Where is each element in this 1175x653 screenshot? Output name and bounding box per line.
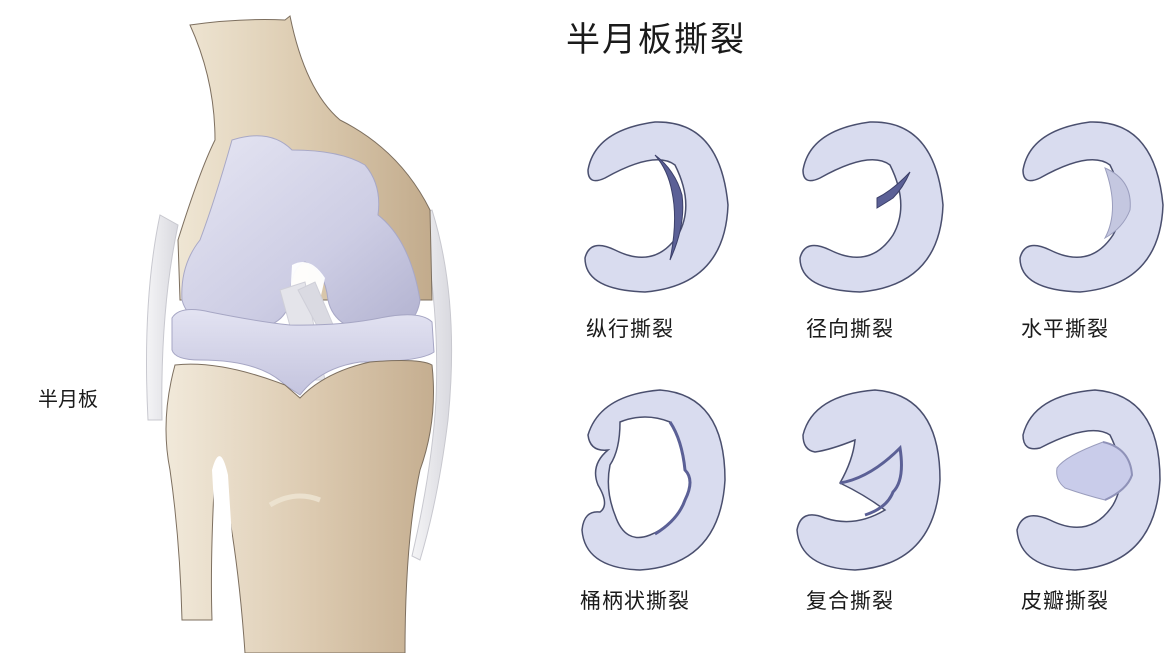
tear-longitudinal: 纵行撕裂: [560, 110, 760, 350]
tear-horizontal: 水平撕裂: [995, 110, 1175, 350]
page-title: 半月板撕裂: [566, 20, 746, 60]
tear-label: 水平撕裂: [1021, 317, 1109, 341]
meniscus-horizontal-tear-icon: [1019, 121, 1164, 293]
tear-complex: 复合撕裂: [775, 380, 975, 625]
tear-label: 皮瓣撕裂: [1021, 589, 1109, 613]
meniscus-label: 半月板: [38, 387, 98, 411]
knee-joint-illustration: [146, 15, 453, 653]
tear-flap: 皮瓣撕裂: [995, 380, 1175, 625]
tear-label: 径向撕裂: [806, 317, 894, 341]
meniscus-longitudinal-tear-icon: [584, 121, 729, 293]
meniscus-complex-tear-icon: [796, 389, 941, 571]
meniscus-flap-tear-icon: [1016, 389, 1161, 571]
tear-label: 纵行撕裂: [586, 317, 674, 341]
tear-label: 桶柄状撕裂: [580, 589, 690, 613]
tear-label: 复合撕裂: [806, 589, 894, 613]
meniscus-bucket-handle-tear-icon: [581, 389, 726, 571]
meniscus-radial-tear-icon: [799, 121, 944, 293]
tear-radial: 径向撕裂: [775, 110, 975, 350]
tear-bucket-handle: 桶柄状撕裂: [560, 380, 760, 625]
